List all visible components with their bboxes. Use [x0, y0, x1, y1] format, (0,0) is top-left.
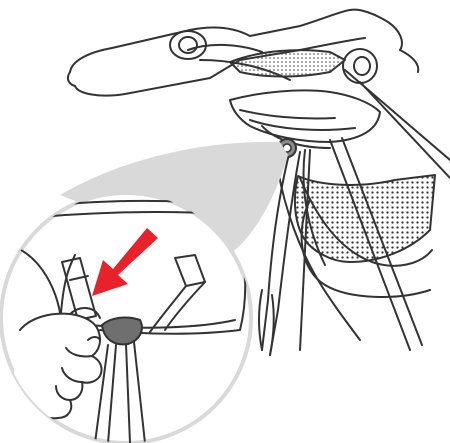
mesh-basket-icon — [295, 175, 435, 262]
zoom-detail-circle — [1, 193, 251, 443]
